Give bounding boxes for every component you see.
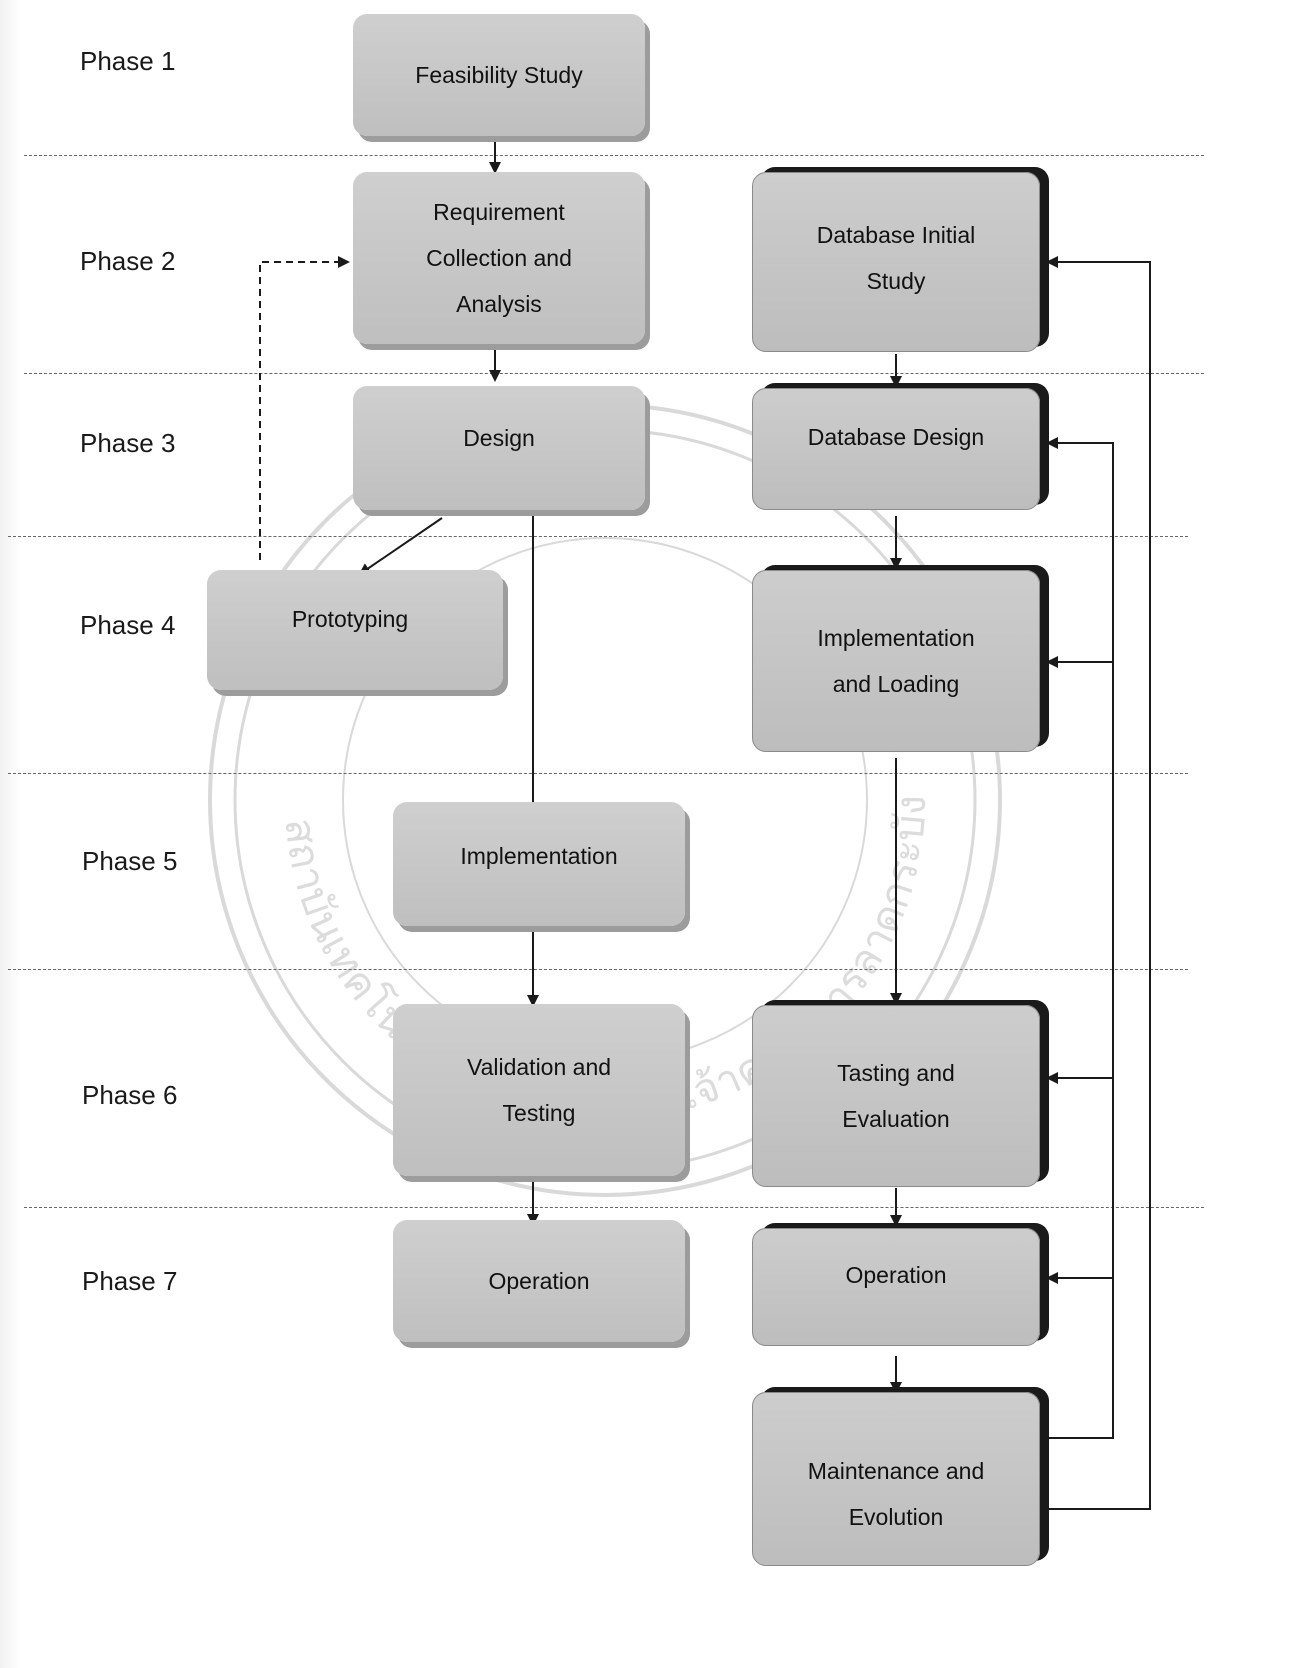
phase-1-label: Phase 1 bbox=[80, 46, 176, 76]
phase-6-label: Phase 6 bbox=[82, 1080, 178, 1110]
phase-divider bbox=[24, 1207, 1204, 1208]
implementation-label: Implementation bbox=[460, 843, 618, 869]
validation-testing-box: Validation and Testing bbox=[393, 1004, 685, 1176]
testing-evaluation-label: Tasting and Evaluation bbox=[837, 1060, 955, 1132]
page-edge-shade bbox=[0, 0, 20, 1668]
phase-5-label: Phase 5 bbox=[82, 846, 178, 876]
prototyping-box: Prototyping bbox=[207, 570, 503, 690]
design-label: Design bbox=[463, 425, 535, 451]
implementation-box: Implementation bbox=[393, 802, 685, 926]
phase-3-label: Phase 3 bbox=[80, 428, 176, 458]
phase-divider bbox=[24, 155, 1204, 156]
testing-evaluation-box: Tasting and Evaluation bbox=[752, 1005, 1040, 1187]
design-box: Design bbox=[353, 386, 645, 510]
impl-loading-box: Implementation and Loading bbox=[752, 570, 1040, 752]
impl-loading-label: Implementation and Loading bbox=[817, 625, 975, 697]
maintenance-evolution-label: Maintenance and Evolution bbox=[807, 1458, 985, 1530]
feedback-to-db-design bbox=[1046, 437, 1114, 1439]
validation-testing-label: Validation and Testing bbox=[466, 1054, 612, 1126]
phase-4-label: Phase 4 bbox=[80, 610, 176, 640]
arrow-design-to-prototyping bbox=[358, 517, 443, 576]
left-operation-box: Operation bbox=[393, 1220, 685, 1342]
feasibility-study-label: Feasibility Study bbox=[415, 62, 583, 88]
maintenance-evolution-box: Maintenance and Evolution bbox=[752, 1392, 1040, 1566]
phase-divider bbox=[8, 773, 1188, 774]
phase-divider bbox=[8, 969, 1188, 970]
db-initial-study-box: Database Initial Study bbox=[752, 172, 1040, 352]
db-design-box: Database Design bbox=[752, 388, 1040, 510]
dashed-feedback-prototyping-to-requirement bbox=[259, 256, 350, 560]
feasibility-study-box: Feasibility Study bbox=[353, 14, 645, 136]
phase-2-label: Phase 2 bbox=[80, 246, 176, 276]
db-design-label: Database Design bbox=[807, 424, 985, 450]
right-operation-label: Operation bbox=[845, 1262, 947, 1288]
requirement-analysis-label: Requirement Collection and Analysis bbox=[426, 199, 572, 317]
feedback-to-initial-study bbox=[1046, 256, 1151, 1510]
prototyping-label: Prototyping bbox=[291, 606, 409, 632]
phase-divider bbox=[24, 373, 1204, 374]
db-initial-study-label: Database Initial Study bbox=[816, 222, 976, 294]
phase-divider bbox=[8, 536, 1188, 537]
right-operation-box: Operation bbox=[752, 1228, 1040, 1346]
requirement-analysis-box: Requirement Collection and Analysis bbox=[353, 172, 645, 344]
phase-7-label: Phase 7 bbox=[82, 1266, 178, 1296]
left-operation-label: Operation bbox=[488, 1268, 590, 1294]
